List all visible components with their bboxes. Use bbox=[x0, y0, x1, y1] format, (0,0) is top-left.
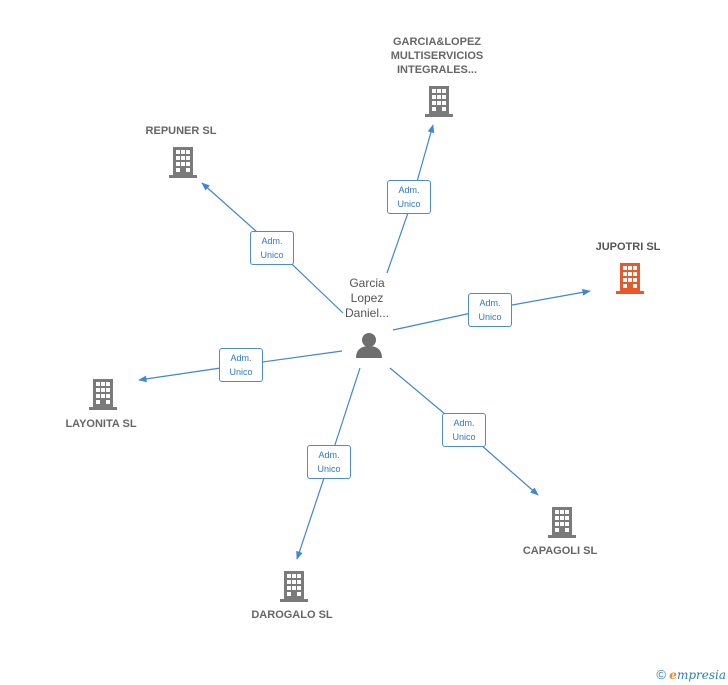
company-label-garcia-lopez[interactable]: GARCIA&LOPEZ MULTISERVICIOS INTEGRALES..… bbox=[377, 35, 497, 77]
relation-line: Unico bbox=[260, 250, 284, 260]
label-line: INTEGRALES... bbox=[396, 64, 478, 76]
relation-badge-capagoli[interactable]: Adm. Unico bbox=[442, 413, 486, 447]
label-line: LAYONITA SL bbox=[65, 418, 137, 430]
person-icon[interactable] bbox=[356, 333, 382, 358]
relation-badge-darogalo[interactable]: Adm. Unico bbox=[307, 445, 351, 479]
label-line: CAPAGOLI SL bbox=[522, 545, 598, 557]
label-line: JUPOTRI SL bbox=[595, 241, 661, 253]
relation-badge-jupotri[interactable]: Adm. Unico bbox=[468, 293, 512, 327]
label-line: REPUNER SL bbox=[145, 125, 217, 137]
company-label-capagoli[interactable]: CAPAGOLI SL bbox=[508, 544, 612, 558]
building-icon[interactable] bbox=[548, 507, 576, 538]
copyright-footer: © empresia bbox=[656, 667, 726, 682]
copyright-icon: © bbox=[656, 667, 666, 682]
label-line: Lopez bbox=[350, 291, 384, 305]
relation-line: Unico bbox=[452, 432, 476, 442]
relation-line: Adm. bbox=[453, 418, 475, 428]
relation-line: Unico bbox=[478, 312, 502, 322]
relation-line: Adm. bbox=[261, 236, 283, 246]
building-icon[interactable] bbox=[425, 86, 453, 117]
relation-line: Adm. bbox=[479, 298, 501, 308]
building-icon[interactable] bbox=[169, 147, 197, 178]
relation-badge-garcia-lopez[interactable]: Adm. Unico bbox=[387, 180, 431, 214]
brand-initial: e bbox=[669, 668, 677, 682]
label-line: Garcia bbox=[349, 276, 385, 290]
label-line: GARCIA&LOPEZ bbox=[393, 36, 481, 48]
relation-line: Adm. bbox=[318, 450, 340, 460]
relation-line: Unico bbox=[229, 367, 253, 377]
building-icon[interactable] bbox=[280, 571, 308, 602]
company-label-jupotri[interactable]: JUPOTRI SL bbox=[578, 240, 678, 254]
relation-badge-repuner[interactable]: Adm. Unico bbox=[250, 231, 294, 265]
company-label-layonita[interactable]: LAYONITA SL bbox=[50, 417, 152, 431]
relation-line: Unico bbox=[317, 464, 341, 474]
label-line: Daniel... bbox=[344, 306, 390, 320]
company-label-darogalo[interactable]: DAROGALO SL bbox=[240, 608, 344, 622]
label-line: MULTISERVICIOS bbox=[390, 50, 484, 62]
relation-line: Adm. bbox=[230, 353, 252, 363]
building-icon[interactable] bbox=[89, 379, 117, 410]
relation-badge-layonita[interactable]: Adm. Unico bbox=[219, 348, 263, 382]
building-icon[interactable] bbox=[616, 263, 644, 294]
brand-name: mpresia bbox=[676, 668, 726, 682]
relation-line: Adm. bbox=[398, 185, 420, 195]
relation-line: Unico bbox=[397, 199, 421, 209]
person-label[interactable]: Garcia Lopez Daniel... bbox=[327, 276, 407, 321]
label-line: DAROGALO SL bbox=[251, 609, 333, 621]
company-label-repuner[interactable]: REPUNER SL bbox=[130, 124, 232, 138]
